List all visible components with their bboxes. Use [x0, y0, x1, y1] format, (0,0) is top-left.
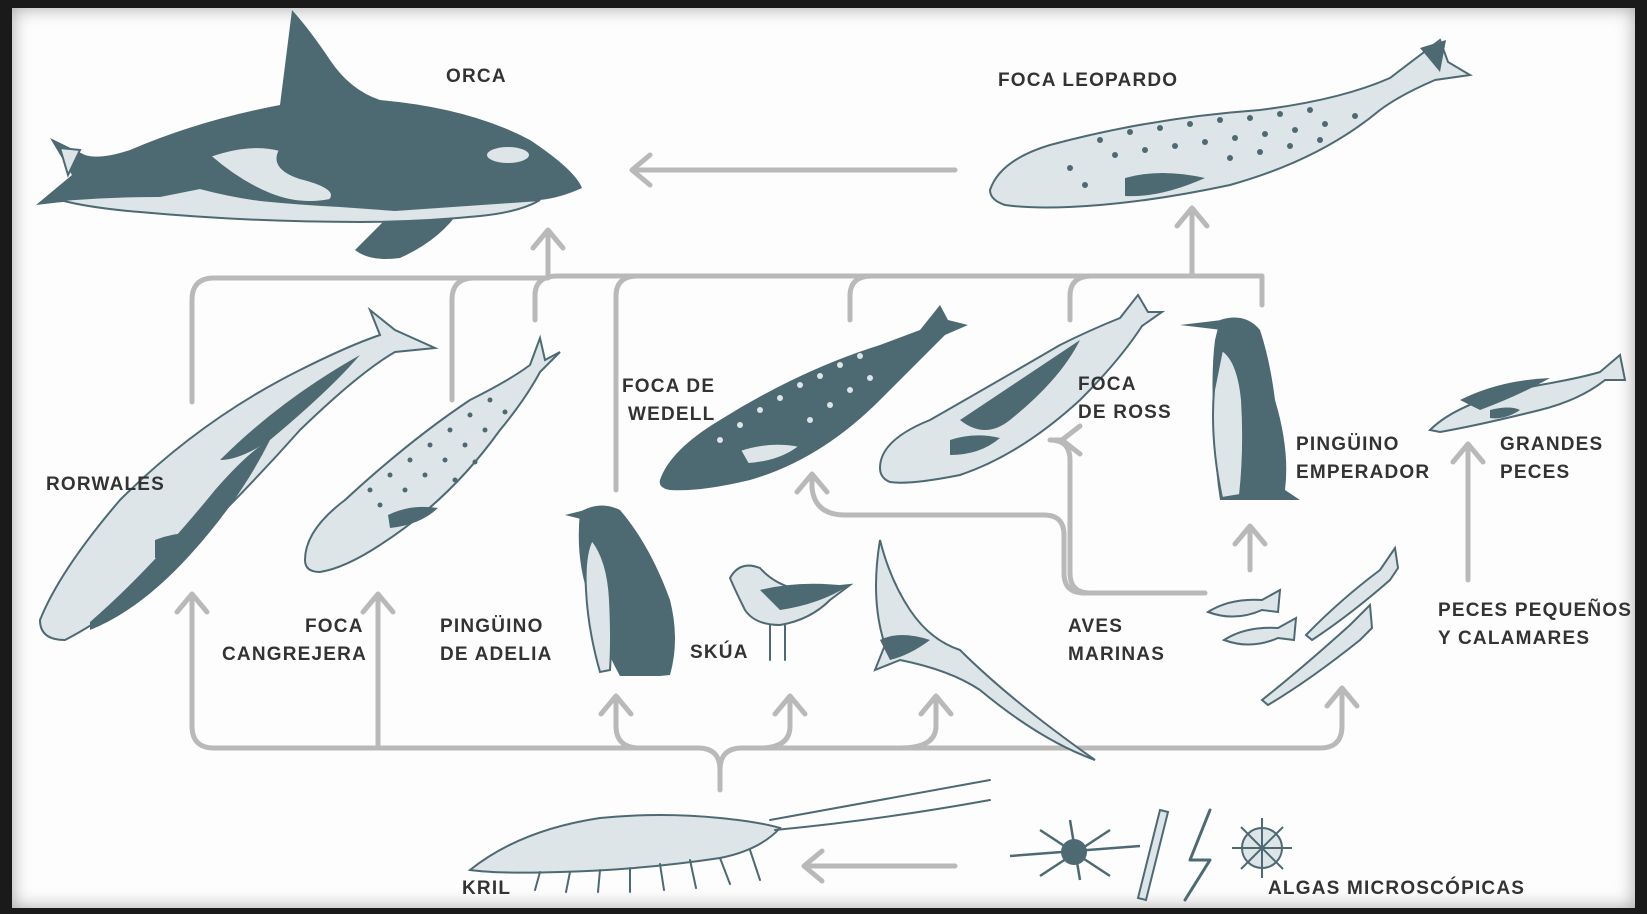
label-kril: KRIL [462, 878, 511, 899]
label-algas: ALGAS MICROSCÓPICAS [1268, 877, 1525, 899]
pinguino-adelia-illustration [565, 505, 675, 676]
label-pinguino-emperador-1: PINGÜINO [1296, 434, 1400, 455]
label-orca: ORCA [446, 66, 507, 87]
label-grandes-peces-2: PECES [1500, 462, 1570, 483]
label-foca-ross-1: FOCA [1078, 374, 1137, 395]
label-pinguino-emperador-2: EMPERADOR [1296, 462, 1430, 483]
label-foca-wedell-2: WEDELL [628, 404, 715, 425]
peces-calamares-illustration [1208, 548, 1398, 705]
arrow-fish-to-emperador [1235, 526, 1265, 570]
label-grandes-peces-1: GRANDES [1500, 434, 1603, 455]
kril-illustration [470, 780, 990, 892]
grandes-peces-illustration [1430, 355, 1625, 432]
label-foca-wedell-1: FOCA DE [622, 376, 715, 397]
label-aves-marinas-2: MARINAS [1068, 644, 1165, 665]
label-peces-calamares-1: PECES PEQUEÑOS [1438, 599, 1632, 621]
label-foca-cangrejera-1: FOCA [305, 616, 364, 637]
label-foca-cangrejera-2: CANGREJERA [222, 644, 367, 665]
algas-illustration [1010, 810, 1292, 900]
arrow-small-to-large-fish [1453, 444, 1483, 580]
label-skua: SKÚA [690, 641, 749, 663]
label-aves-marinas-1: AVES [1068, 616, 1123, 637]
label-peces-calamares-2: Y CALAMARES [1438, 628, 1590, 649]
label-pinguino-adelia-2: DE ADELIA [440, 644, 553, 665]
foca-leopardo-illustration [990, 40, 1470, 208]
arrow-algae-to-krill [804, 851, 955, 881]
arrow-leopardo-to-orca [632, 155, 955, 185]
label-pinguino-adelia-1: PINGÜINO [440, 616, 544, 637]
label-foca-ross-2: DE ROSS [1078, 402, 1172, 423]
label-foca-leopardo: FOCA LEOPARDO [998, 70, 1178, 91]
label-rorwales: RORWALES [46, 474, 165, 495]
orca-illustration [36, 10, 582, 259]
pinguino-emperador-illustration [1180, 318, 1300, 500]
